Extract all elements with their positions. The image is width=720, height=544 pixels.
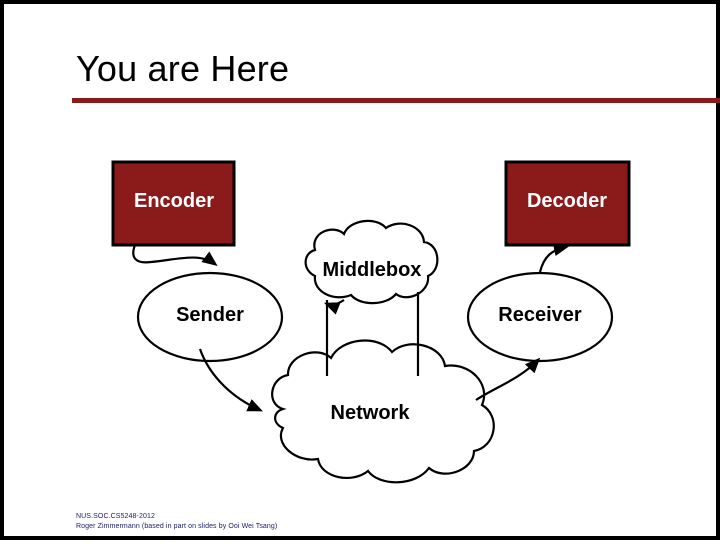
edge-encoder-to-sender [132,244,218,266]
diagram-canvas [111,160,631,484]
node-sender-shape [136,271,284,363]
edge-network-to-receiver [475,357,541,401]
edge-sender-to-network [198,348,264,412]
footer-attribution: Roger Zimmermann (based in part on slide… [76,523,278,530]
page-title: You are Here [76,48,290,89]
slide-footer: NUS.SOC.CS5248-2012 Roger Zimmermann (ba… [76,512,277,532]
node-encoder-shape [111,160,236,247]
node-label-network: Network [330,402,410,424]
edge-receiver-to-decoder [538,243,570,273]
node-label-receiver: Receiver [498,304,582,326]
node-label-decoder: Decoder [526,190,608,212]
node-label-sender: Sender [176,304,244,326]
edge-middlebox-to-sender [323,299,345,315]
title-divider [72,98,720,103]
network-diagram: Encoder Decoder Sender Receiver Middlebo… [4,4,720,544]
node-label-encoder: Encoder [133,190,215,212]
footer-course-code: NUS.SOC.CS5248-2012 [76,513,155,520]
node-middlebox-shape [304,219,439,305]
node-label-middlebox: Middlebox [322,259,422,281]
